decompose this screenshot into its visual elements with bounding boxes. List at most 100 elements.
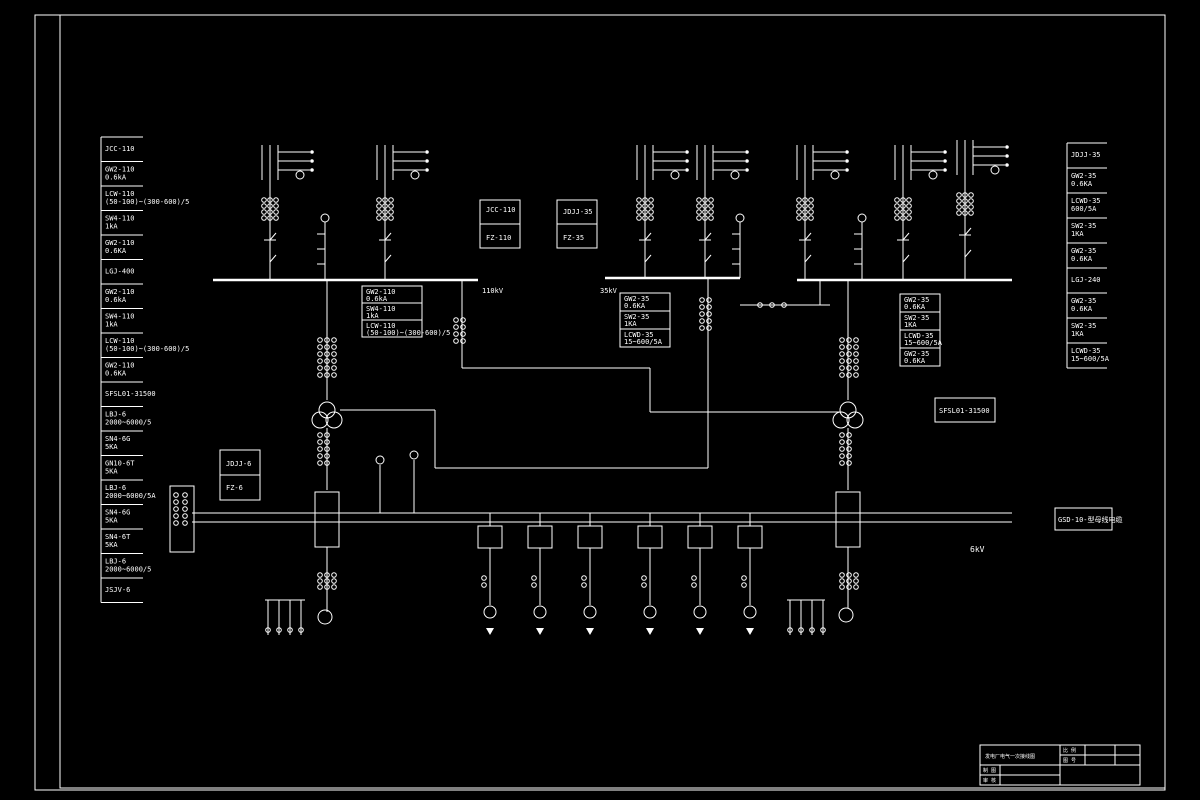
current-transformer — [317, 365, 323, 371]
box-6-jdjj: JDJJ-6 — [226, 460, 251, 468]
current-transformer — [846, 460, 852, 466]
current-transformer — [968, 192, 974, 198]
current-transformer — [839, 584, 845, 590]
current-transformer — [261, 215, 267, 221]
inner-frame — [59, 14, 1166, 789]
pt-coil — [787, 627, 793, 633]
current-transformer — [324, 439, 330, 445]
terminal-dot — [745, 168, 749, 172]
title-block: 发电厂电气一次接线图 比 例 图 号 制 图 审 核 — [979, 744, 1141, 786]
current-transformer — [741, 582, 747, 588]
pt-coil — [375, 455, 385, 465]
current-transformer — [581, 582, 587, 588]
current-transformer — [267, 197, 273, 203]
pt-coil — [287, 627, 293, 633]
transformer-label: SFSL01-31500 — [939, 407, 990, 415]
current-transformer — [460, 324, 466, 330]
current-transformer — [900, 209, 906, 215]
current-transformer — [906, 209, 912, 215]
current-transformer — [962, 210, 968, 216]
current-transformer — [182, 499, 188, 505]
current-transformer — [741, 575, 747, 581]
voltage-transformer — [410, 170, 420, 180]
current-transformer — [331, 337, 337, 343]
pt-coil — [820, 627, 826, 633]
label-110kv: 110kV — [482, 287, 504, 295]
current-transformer — [968, 210, 974, 216]
pt-coil — [798, 627, 804, 633]
current-transformer — [853, 351, 859, 357]
current-transformer — [453, 338, 459, 344]
current-transformer — [796, 203, 802, 209]
current-transformer — [273, 209, 279, 215]
terminal-dot — [1005, 145, 1009, 149]
feeder-cabinet — [577, 525, 603, 549]
terminal-dot — [943, 168, 947, 172]
current-transformer — [708, 203, 714, 209]
current-transformer — [382, 197, 388, 203]
current-transformer — [796, 209, 802, 215]
terminal-dot — [745, 150, 749, 154]
current-transformer — [317, 432, 323, 438]
feeder-cabinet — [527, 525, 553, 549]
left-legend-row-5: LGJ-400 — [105, 268, 135, 276]
current-transformer — [956, 198, 962, 204]
transformer-winding — [311, 411, 329, 429]
current-transformer — [691, 582, 697, 588]
current-transformer — [956, 204, 962, 210]
current-transformer — [962, 198, 968, 204]
current-transformer — [636, 215, 642, 221]
current-transformer — [706, 297, 712, 303]
load-arrow — [536, 628, 544, 635]
current-transformer — [182, 520, 188, 526]
switch-blade — [704, 254, 712, 263]
current-transformer — [846, 344, 852, 350]
current-transformer — [691, 575, 697, 581]
current-transformer — [706, 325, 712, 331]
current-transformer — [808, 215, 814, 221]
current-transformer — [388, 209, 394, 215]
current-transformer — [839, 446, 845, 452]
switch-blade — [384, 232, 392, 241]
current-transformer — [324, 432, 330, 438]
current-transformer — [846, 439, 852, 445]
load-arrow — [486, 628, 494, 635]
current-transformer — [331, 584, 337, 590]
terminal-dot — [1005, 154, 1009, 158]
current-transformer — [261, 203, 267, 209]
current-transformer — [376, 209, 382, 215]
current-transformer — [906, 215, 912, 221]
terminal-dot — [685, 150, 689, 154]
current-transformer — [173, 513, 179, 519]
current-transformer — [708, 197, 714, 203]
current-transformer — [261, 209, 267, 215]
current-transformer — [317, 460, 323, 466]
circuit-detail — [169, 140, 1009, 635]
left-legend-row-18: JSJV-6 — [105, 586, 130, 594]
current-transformer — [317, 453, 323, 459]
current-transformer — [802, 203, 808, 209]
current-transformer — [696, 197, 702, 203]
current-transformer — [839, 337, 845, 343]
right-legend-row-0: JDJJ-35 — [1071, 151, 1101, 159]
current-transformer — [531, 582, 537, 588]
current-transformer — [636, 197, 642, 203]
current-transformer — [839, 432, 845, 438]
current-transformer — [808, 209, 814, 215]
current-transformer — [708, 215, 714, 221]
current-transformer — [317, 372, 323, 378]
current-transformer — [642, 215, 648, 221]
pt-coil — [298, 627, 304, 633]
transformer-label-box: SFSL01-31500 — [934, 397, 996, 423]
